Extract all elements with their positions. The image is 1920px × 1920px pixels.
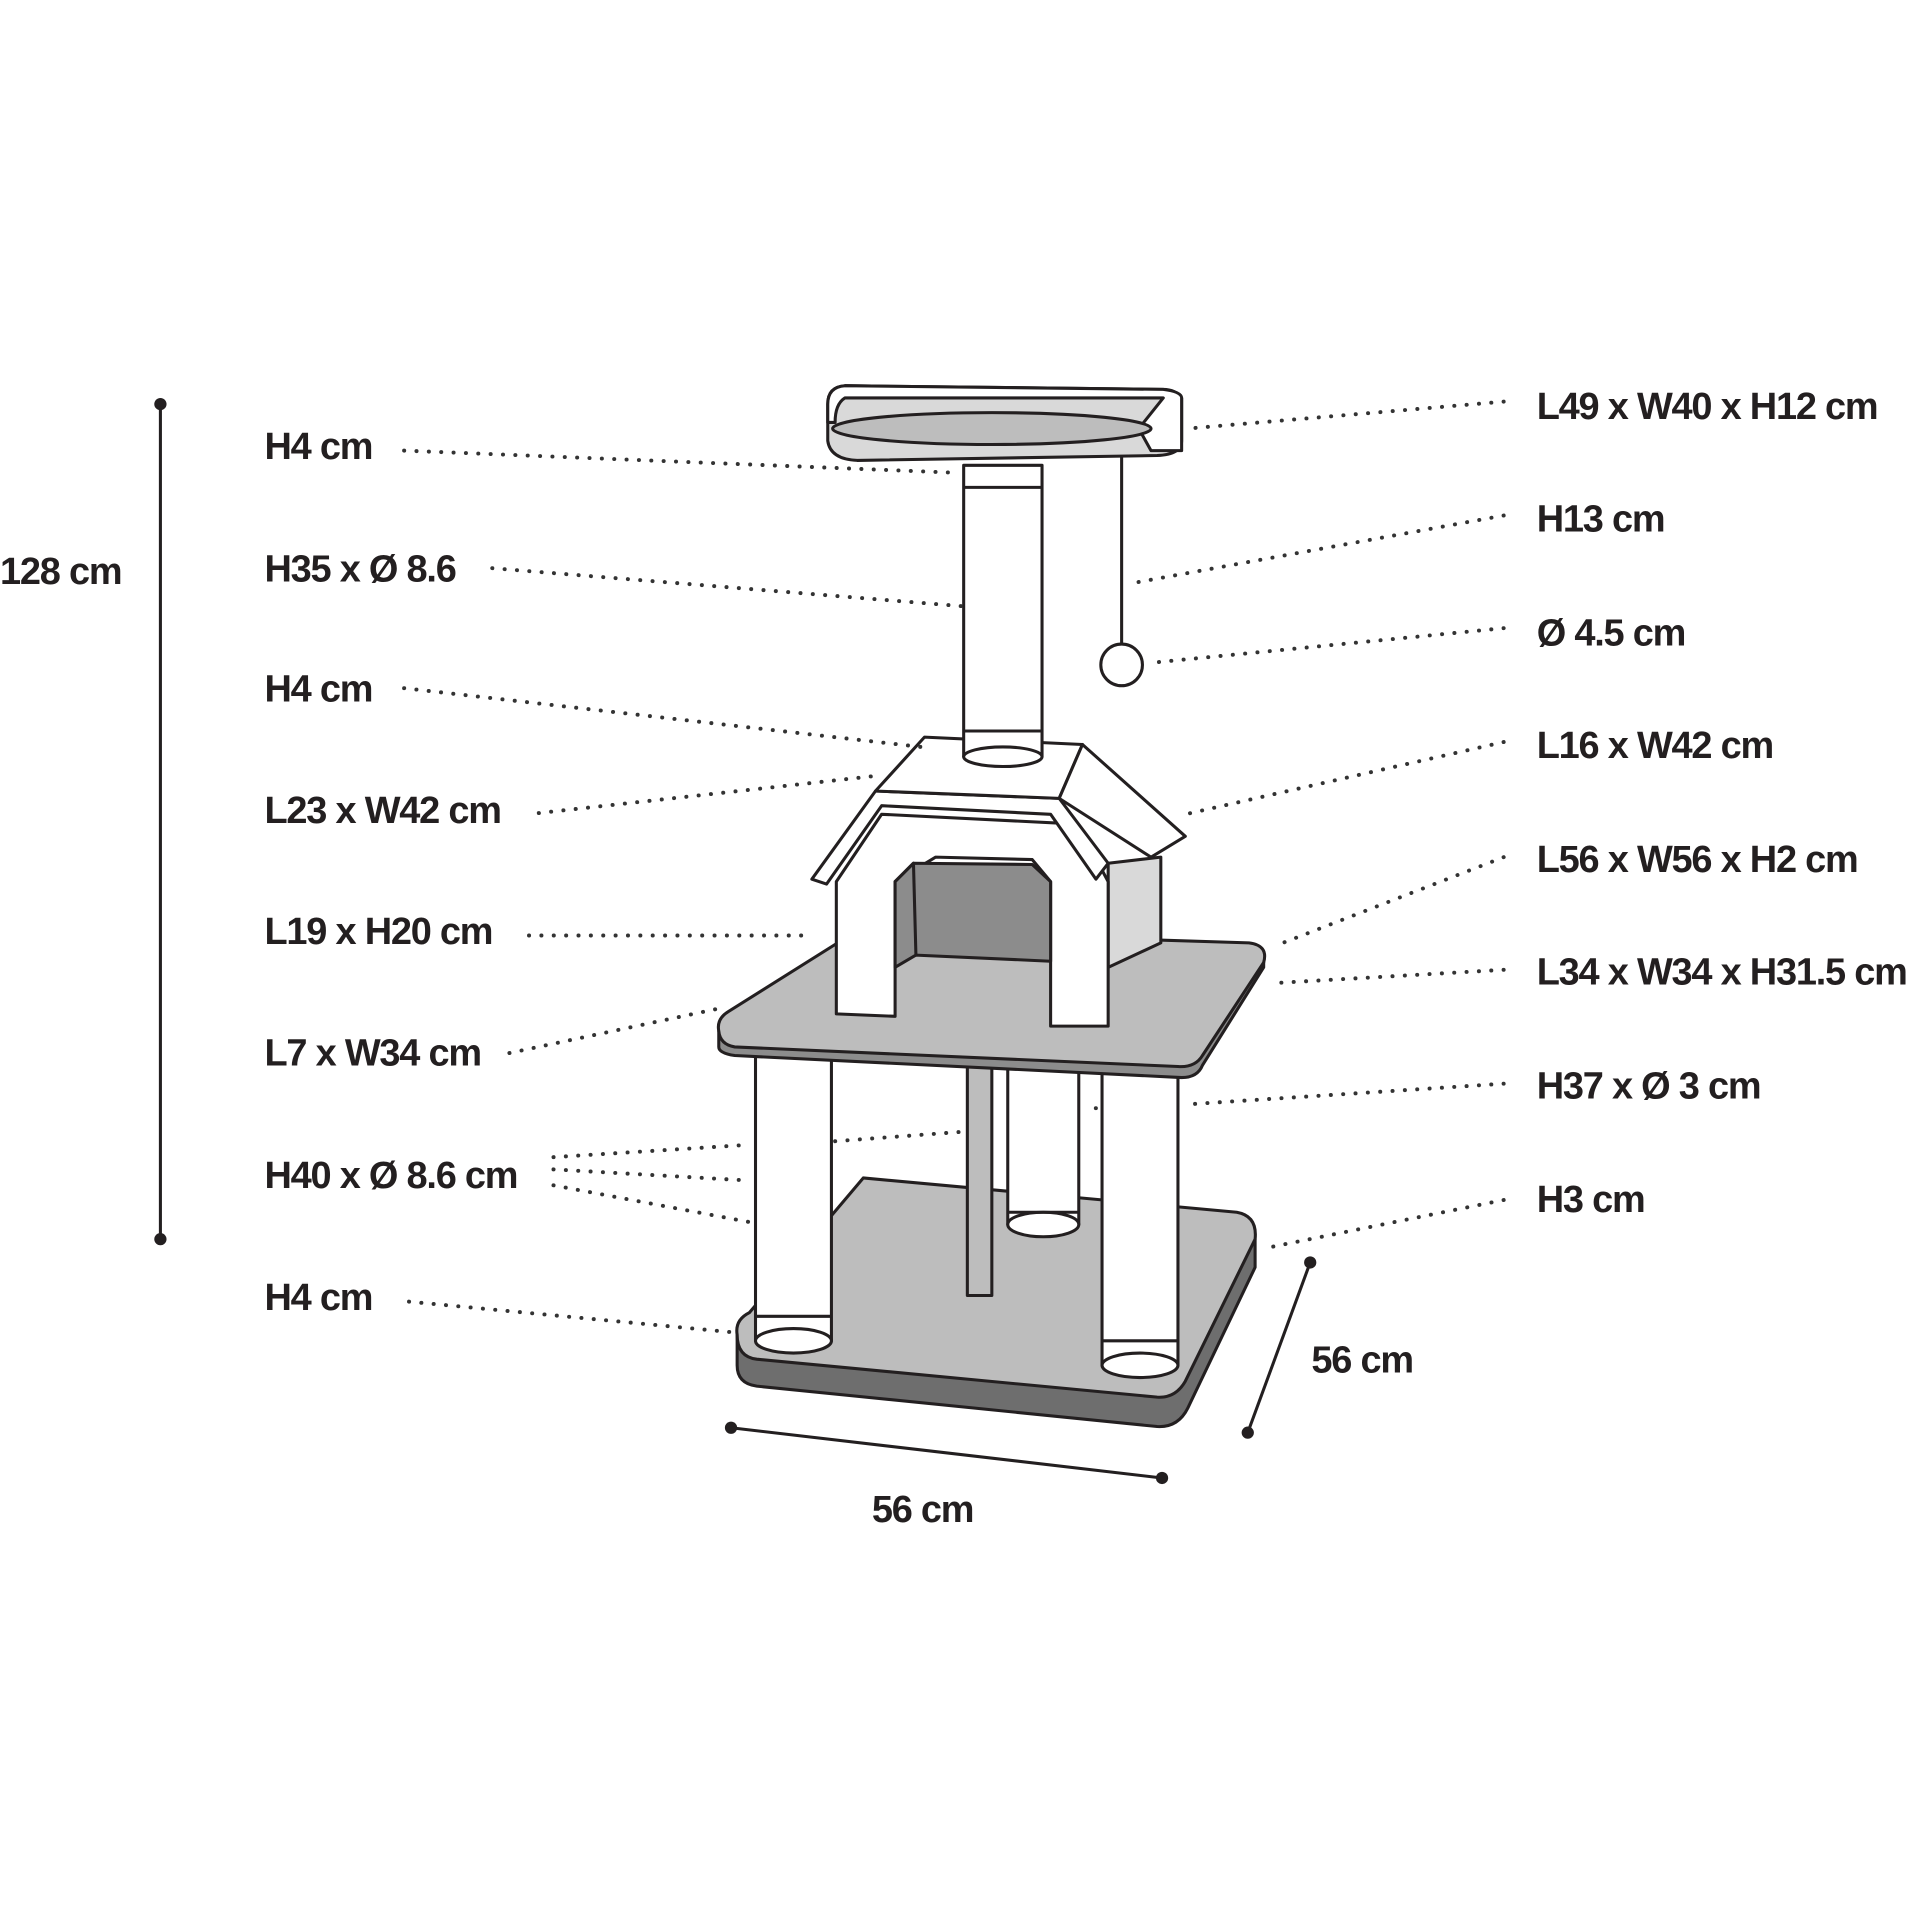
dimension-label: H4 cm <box>264 669 372 711</box>
left-labels: H4 cm H35 x Ø 8.6 H4 cm L23 x W42 cm L19… <box>264 426 518 1319</box>
depth-dimension: 56 cm <box>1241 1256 1414 1439</box>
base-width-label: 56 cm <box>872 1489 973 1531</box>
right-labels: L49 x W40 x H12 cm H13 cm Ø 4.5 cm L16 x… <box>1537 386 1908 1221</box>
total-height-label: 128 cm <box>0 551 121 593</box>
dimension-label: L16 x W42 cm <box>1537 725 1773 767</box>
height-dimension: 128 cm <box>0 397 167 1246</box>
dimension-label: L23 x W42 cm <box>264 790 500 832</box>
dimension-label: H40 x Ø 8.6 cm <box>264 1155 517 1197</box>
dimension-label: H4 cm <box>264 1277 372 1319</box>
dimension-label: H13 cm <box>1537 498 1665 540</box>
leader-lines <box>402 399 1506 1335</box>
base-depth-label: 56 cm <box>1311 1340 1412 1382</box>
dimension-label: H35 x Ø 8.6 <box>264 549 455 591</box>
dimension-label: L49 x W40 x H12 cm <box>1537 386 1878 428</box>
dimension-label: H4 cm <box>264 426 372 468</box>
dimension-label: Ø 4.5 cm <box>1537 612 1685 654</box>
dimension-label: H37 x Ø 3 cm <box>1537 1065 1761 1107</box>
dimension-label: L56 x W56 x H2 cm <box>1537 839 1858 881</box>
dimension-label: L34 x W34 x H31.5 cm <box>1537 951 1907 993</box>
dimension-label: L7 x W34 cm <box>264 1032 480 1074</box>
dimension-label: H3 cm <box>1537 1179 1645 1221</box>
width-dimension: 56 cm <box>724 1421 1169 1531</box>
cat-tree-illustration <box>716 384 1267 1429</box>
dimension-label: L19 x H20 cm <box>264 911 492 953</box>
